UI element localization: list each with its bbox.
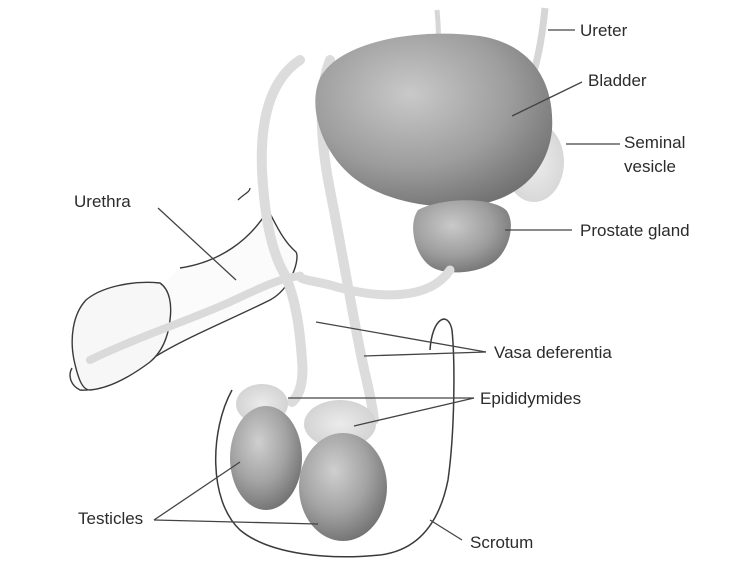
label-prostate-gland: Prostate gland (580, 221, 690, 240)
label-epididymides: Epididymides (480, 389, 581, 408)
penis-root-tick (238, 188, 250, 200)
label-bladder: Bladder (588, 71, 647, 90)
anatomy-artwork (70, 8, 564, 557)
glans (72, 282, 171, 390)
urethra-loop (300, 270, 450, 295)
leader-scrotum (430, 520, 462, 540)
vas-deferens-left (262, 60, 303, 402)
prostate-gland (413, 200, 511, 272)
label-ureter: Ureter (580, 21, 628, 40)
label-vasa-deferentia: Vasa deferentia (494, 343, 612, 362)
label-urethra: Urethra (74, 192, 131, 211)
bladder (315, 34, 552, 207)
label-seminal-vesicle-line1: Seminal (624, 133, 685, 152)
testicle-right (299, 433, 387, 541)
leader-testicles-2 (154, 520, 318, 524)
label-seminal-vesicle-line2: vesicle (624, 157, 676, 176)
leader-vasa-1 (316, 322, 486, 352)
leader-vasa-2 (364, 352, 486, 356)
label-testicles: Testicles (78, 509, 143, 528)
label-scrotum: Scrotum (470, 533, 533, 552)
testicle-left (230, 406, 302, 510)
